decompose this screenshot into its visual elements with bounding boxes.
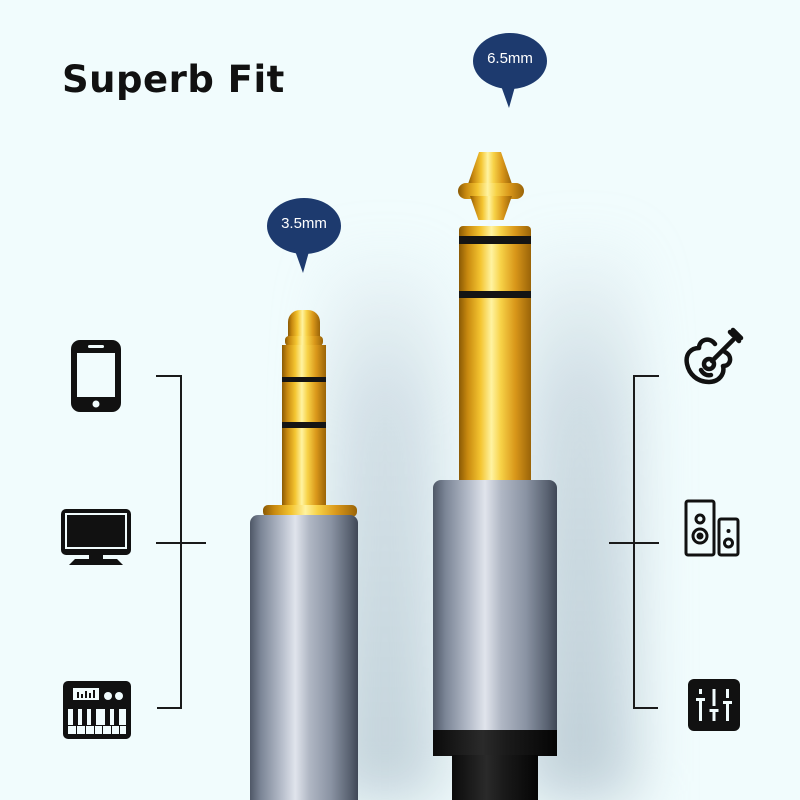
headline-title: Superb Fit	[62, 58, 285, 101]
insulation-ring	[459, 236, 531, 244]
speakers-icon	[684, 499, 742, 557]
plug-tip-collar	[285, 336, 323, 346]
plug-strain-relief	[433, 730, 557, 756]
plug-tip	[288, 310, 320, 340]
size-label-small: 3.5mm	[281, 215, 327, 232]
bracket-tick-middle	[609, 542, 659, 544]
plug-flange	[263, 505, 357, 517]
bracket-tick-bottom	[157, 707, 182, 709]
plug-tip	[468, 152, 512, 184]
bracket-tick-top	[156, 375, 182, 377]
keyboard-synth-icon	[63, 681, 131, 739]
size-label-bubble-small: 3.5mm	[266, 198, 342, 273]
plug-housing	[433, 480, 557, 732]
plug-tip-bulge	[458, 183, 524, 199]
insulation-ring	[282, 377, 326, 382]
speech-bubble-icon	[473, 33, 547, 108]
plug-housing	[250, 515, 358, 800]
bracket-tick-top	[633, 375, 659, 377]
plug-shaft	[459, 226, 531, 482]
guitar-icon	[681, 322, 747, 388]
speech-bubble-icon	[267, 198, 341, 273]
smartphone-icon	[71, 340, 121, 412]
cable	[452, 755, 538, 800]
size-label-bubble-large: 6.5mm	[472, 33, 548, 108]
insulation-ring	[282, 422, 326, 428]
mixer-equalizer-icon	[688, 679, 740, 731]
plug-tip-neck	[470, 196, 512, 220]
size-label-large: 6.5mm	[487, 50, 533, 67]
bracket-tick-bottom	[633, 707, 658, 709]
monitor-icon	[61, 509, 131, 567]
bracket-tick-middle	[156, 542, 206, 544]
insulation-ring	[459, 291, 531, 298]
